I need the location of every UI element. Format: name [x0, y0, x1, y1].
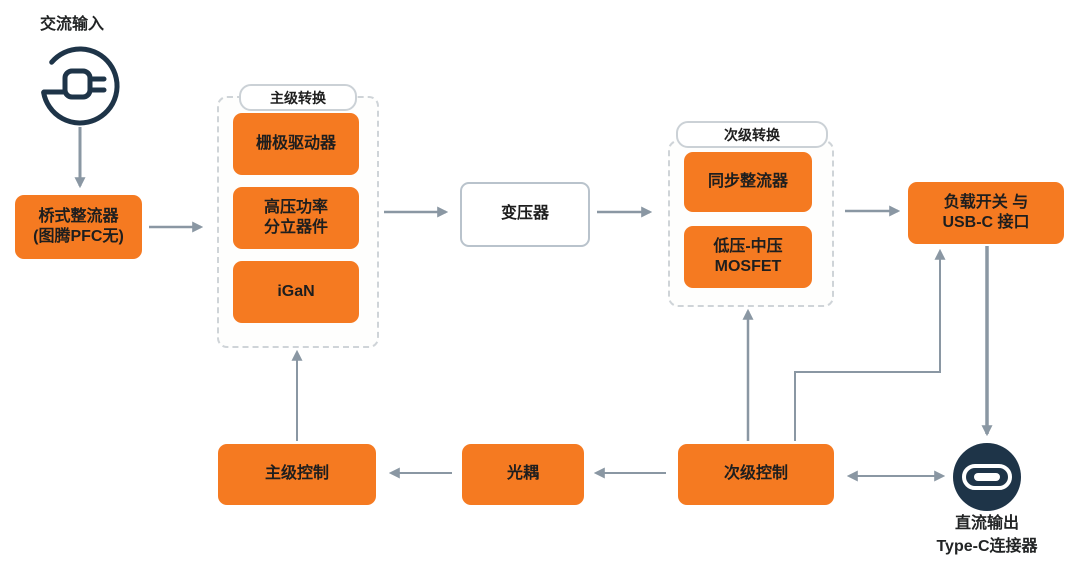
dc-output-line1: 直流输出	[954, 515, 1019, 532]
node-sync-rectifier: 同步整流器	[684, 152, 812, 212]
group-primary-conversion-label: 主级转换	[239, 84, 357, 111]
arrow-secondary-control-to-loadswitch	[794, 248, 946, 441]
node-label: MOSFET	[714, 258, 782, 275]
node-optocoupler: 光耦	[462, 444, 584, 505]
node-label: (图腾PFC无)	[33, 228, 124, 245]
node-transformer: 变压器	[460, 182, 590, 247]
dc-output-label: 直流输出 Type-C连接器	[902, 512, 1072, 558]
usb-c-connector-icon	[953, 443, 1021, 511]
node-secondary-control: 次级控制	[678, 444, 834, 505]
node-label: 分立器件	[263, 219, 328, 236]
node-label: USB-C 接口	[942, 214, 1030, 231]
node-primary-control: 主级控制	[218, 444, 376, 505]
ac-plug-icon	[41, 46, 120, 126]
group-secondary-conversion-label: 次级转换	[676, 121, 828, 148]
node-label: 低压-中压	[713, 237, 783, 255]
node-hv-power-discretes: 高压功率 分立器件	[233, 187, 359, 249]
node-gate-driver: 栅极驱动器	[233, 113, 359, 175]
node-igan: iGaN	[233, 261, 359, 323]
node-lv-mv-mosfet: 低压-中压 MOSFET	[684, 226, 812, 288]
node-bridge-rectifier: 桥式整流器 (图腾PFC无)	[15, 195, 142, 259]
node-label: 桥式整流器	[38, 207, 119, 225]
node-label: 高压功率	[263, 198, 328, 216]
node-load-switch-usbc: 负载开关 与 USB-C 接口	[908, 182, 1064, 244]
ac-input-label: 交流输入	[40, 16, 105, 33]
dc-output-line2: Type-C连接器	[936, 538, 1038, 556]
node-label: 负载开关 与	[943, 193, 1029, 211]
